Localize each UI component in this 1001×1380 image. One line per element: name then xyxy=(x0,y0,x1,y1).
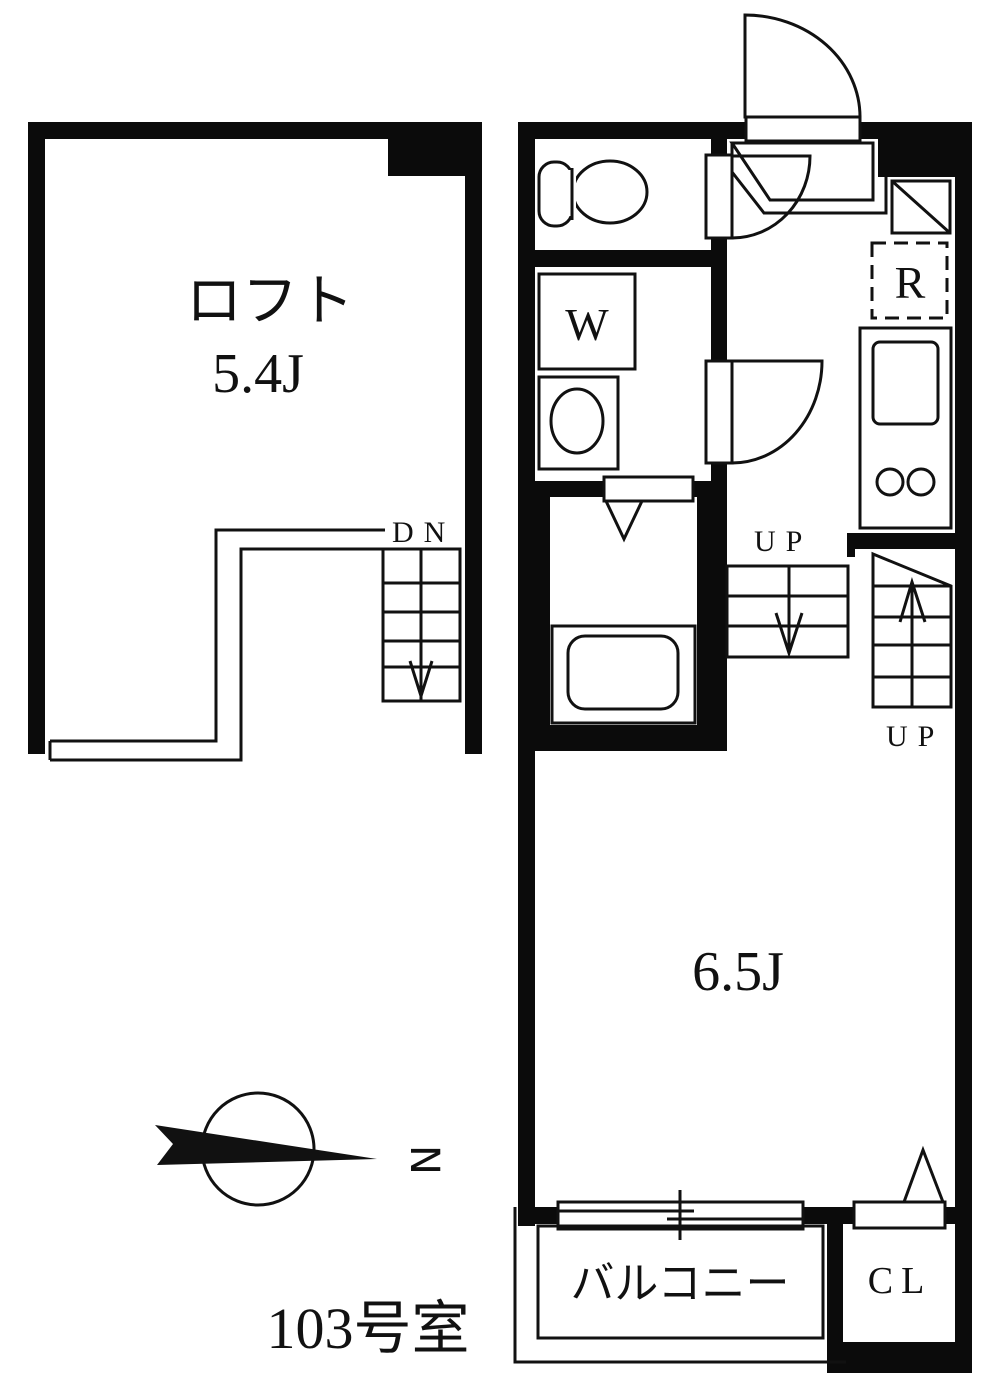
loft-name-label: ロフト xyxy=(186,271,354,333)
toilet-door[interactable] xyxy=(704,153,812,240)
toilet-icon xyxy=(537,159,649,228)
entrance-door[interactable] xyxy=(743,13,862,143)
door-triangle-icon xyxy=(902,1145,945,1203)
wall-closet-bottom xyxy=(827,1342,972,1373)
balcony-window[interactable] xyxy=(556,1190,805,1240)
stairs-right: UP xyxy=(871,551,953,753)
bathroom-door[interactable] xyxy=(602,475,695,543)
loft-railing-inner xyxy=(50,547,460,762)
wall-toilet-bottom xyxy=(535,250,727,267)
washer-space: W xyxy=(537,272,637,371)
wall-top-left xyxy=(518,122,746,139)
stairs-up-label: UP xyxy=(754,525,812,558)
stairs-up-label: UP xyxy=(886,720,944,753)
wash-basin-icon xyxy=(537,375,620,471)
door-triangle-icon xyxy=(604,500,644,543)
unit-title: 103号室 xyxy=(266,1296,469,1361)
wall-bath-right xyxy=(697,497,727,751)
arrow-down-icon xyxy=(408,560,434,702)
closet[interactable]: CL xyxy=(852,1145,947,1302)
door-swing-icon xyxy=(731,359,824,465)
wall-bath-left xyxy=(535,497,550,751)
loft-wall-left xyxy=(28,122,45,754)
stairs-center: UP xyxy=(725,525,850,659)
north-arrow-icon xyxy=(155,1125,377,1165)
loft-pillar xyxy=(388,122,482,176)
loft-stairs-label: DN xyxy=(392,516,455,549)
loft-wall-top xyxy=(28,122,482,139)
balcony-label: バルコニー xyxy=(570,1259,789,1308)
pillar-top-right xyxy=(878,122,972,177)
compass: N xyxy=(155,1091,447,1207)
wall-kitchen-bottom xyxy=(847,533,972,549)
main-room-size-label: 6.5J xyxy=(692,941,784,1003)
fridge-space: R xyxy=(870,179,952,320)
arrow-up-icon xyxy=(898,576,927,623)
wall-bottom-right xyxy=(943,1207,972,1224)
arrow-down-icon xyxy=(774,612,804,658)
stove-burner-icon xyxy=(875,467,905,497)
washroom-door[interactable] xyxy=(704,359,824,465)
loft-area: ロフト 5.4J DN xyxy=(28,122,482,762)
fridge-label: R xyxy=(895,257,926,308)
bathtub-icon xyxy=(550,624,697,725)
wall-bath-bottom xyxy=(535,725,727,751)
sink-icon xyxy=(871,340,940,426)
wall-closet-left xyxy=(827,1207,843,1373)
door-swing-icon xyxy=(731,154,812,240)
loft-wall-right xyxy=(465,122,482,754)
washer-label: W xyxy=(565,299,609,350)
wall-left xyxy=(518,122,535,1226)
wall-right xyxy=(955,122,972,1372)
loft-stairs xyxy=(381,547,462,703)
north-label: N xyxy=(401,1145,447,1175)
door-swing-icon xyxy=(743,13,862,119)
stove-burner-icon xyxy=(906,467,936,497)
loft-railing-outer xyxy=(50,528,385,743)
balcony: バルコニー xyxy=(513,1207,846,1364)
loft-size-label: 5.4J xyxy=(212,343,304,405)
main-floor: W R xyxy=(513,13,972,1373)
wall-bottom-left xyxy=(518,1207,563,1224)
closet-label: CL xyxy=(868,1260,933,1302)
kitchen-counter xyxy=(858,326,953,530)
genkan-step xyxy=(729,141,888,215)
